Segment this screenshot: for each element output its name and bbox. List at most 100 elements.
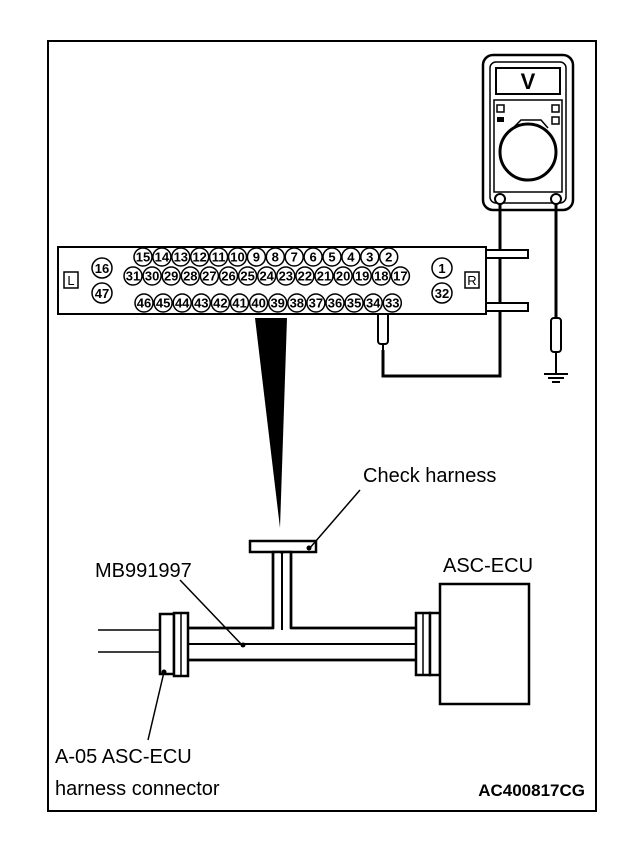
svg-text:35: 35 bbox=[347, 296, 361, 311]
pin-15: 15 bbox=[133, 247, 153, 267]
svg-text:17: 17 bbox=[393, 269, 407, 284]
svg-text:24: 24 bbox=[259, 269, 274, 284]
pin-35: 35 bbox=[344, 293, 364, 313]
connector-tab-top bbox=[485, 249, 529, 259]
pin-5: 5 bbox=[322, 247, 342, 267]
svg-text:34: 34 bbox=[366, 296, 381, 311]
pin-25: 25 bbox=[237, 266, 258, 286]
pin-18: 18 bbox=[371, 266, 392, 286]
special-tool-harness-lines bbox=[185, 552, 417, 662]
svg-text:30: 30 bbox=[145, 269, 159, 284]
asc-ecu bbox=[414, 582, 531, 706]
svg-text:18: 18 bbox=[374, 269, 388, 284]
svg-text:10: 10 bbox=[230, 250, 244, 265]
pin-39: 39 bbox=[267, 293, 288, 313]
meter-button-right-top bbox=[551, 104, 560, 113]
pin-21: 21 bbox=[314, 266, 334, 286]
pin-36: 36 bbox=[325, 293, 345, 313]
svg-text:3: 3 bbox=[366, 250, 373, 265]
svg-text:41: 41 bbox=[232, 296, 246, 311]
pin-4: 4 bbox=[341, 247, 361, 267]
svg-text:22: 22 bbox=[298, 269, 312, 284]
diagram-frame bbox=[47, 40, 597, 812]
pin-37: 37 bbox=[306, 293, 326, 313]
connector-right-marker: R bbox=[467, 273, 476, 288]
svg-text:47: 47 bbox=[95, 286, 109, 301]
pin-12: 12 bbox=[189, 247, 210, 267]
meter-display bbox=[495, 67, 561, 95]
svg-text:23: 23 bbox=[279, 269, 293, 284]
pin-46: 46 bbox=[134, 293, 154, 313]
svg-text:38: 38 bbox=[290, 296, 304, 311]
svg-text:44: 44 bbox=[175, 296, 190, 311]
pin-33: 33 bbox=[382, 293, 403, 313]
svg-text:25: 25 bbox=[240, 269, 254, 284]
pin-41: 41 bbox=[229, 293, 250, 313]
ecu-label: ASC-ECU bbox=[443, 555, 533, 577]
pin-22: 22 bbox=[295, 266, 315, 286]
pin-3: 3 bbox=[360, 247, 380, 267]
pin-47: 47 bbox=[91, 282, 113, 304]
pin-44: 44 bbox=[172, 293, 192, 313]
svg-text:5: 5 bbox=[328, 250, 335, 265]
svg-text:46: 46 bbox=[137, 296, 151, 311]
figure-code: AC400817CG bbox=[478, 781, 585, 800]
svg-text:13: 13 bbox=[174, 250, 188, 265]
ground-probe bbox=[544, 317, 568, 383]
svg-text:29: 29 bbox=[164, 269, 178, 284]
check-harness-label: Check harness bbox=[363, 465, 496, 487]
svg-text:19: 19 bbox=[355, 269, 369, 284]
svg-text:40: 40 bbox=[251, 296, 265, 311]
pin-9: 9 bbox=[246, 247, 267, 267]
svg-text:7: 7 bbox=[291, 250, 298, 265]
svg-text:16: 16 bbox=[95, 261, 109, 276]
pin-7: 7 bbox=[284, 247, 304, 267]
pin-6: 6 bbox=[303, 247, 323, 267]
svg-text:33: 33 bbox=[385, 296, 399, 311]
pin-30: 30 bbox=[142, 266, 162, 286]
meter-button-right-bottom bbox=[551, 116, 560, 125]
svg-text:8: 8 bbox=[272, 250, 279, 265]
svg-text:4: 4 bbox=[347, 250, 355, 265]
svg-text:32: 32 bbox=[435, 286, 449, 301]
pin-28: 28 bbox=[180, 266, 201, 286]
connector-view-pointer bbox=[255, 318, 287, 528]
pin-40: 40 bbox=[248, 293, 269, 313]
svg-text:12: 12 bbox=[192, 250, 206, 265]
pin-2: 2 bbox=[378, 247, 399, 267]
check-harness bbox=[248, 489, 361, 554]
pin-8: 8 bbox=[265, 247, 286, 267]
special-tool-label: MB991997 bbox=[95, 560, 192, 582]
pin-19: 19 bbox=[352, 266, 372, 286]
meter-selector-dial bbox=[498, 122, 558, 182]
svg-text:21: 21 bbox=[317, 269, 331, 284]
pin-1: 1 bbox=[431, 257, 453, 279]
svg-text:15: 15 bbox=[136, 250, 150, 265]
pin-13: 13 bbox=[171, 247, 191, 267]
harness-connector-label-line2: harness connector bbox=[55, 778, 220, 800]
meter-leads bbox=[381, 204, 558, 378]
svg-text:28: 28 bbox=[183, 269, 197, 284]
svg-text:36: 36 bbox=[328, 296, 342, 311]
pin-23: 23 bbox=[276, 266, 296, 286]
pin-26: 26 bbox=[218, 266, 239, 286]
pin-27: 27 bbox=[199, 266, 220, 286]
meter-jack-left bbox=[494, 193, 506, 205]
connector-right-marker-box bbox=[464, 271, 480, 289]
meter-mode-symbol: V bbox=[521, 69, 536, 94]
svg-text:43: 43 bbox=[194, 296, 208, 311]
pin-29: 29 bbox=[161, 266, 181, 286]
meter-jack-right bbox=[550, 193, 562, 205]
connector-left-marker-box bbox=[63, 271, 79, 289]
pin-17: 17 bbox=[390, 266, 411, 286]
svg-text:26: 26 bbox=[221, 269, 235, 284]
harness-connector-a05 bbox=[158, 611, 190, 678]
special-tool-harness-inner bbox=[187, 554, 415, 658]
harness-connector-label-line1: A-05 ASC-ECU bbox=[55, 746, 192, 768]
svg-text:9: 9 bbox=[253, 250, 260, 265]
connector-left-marker: L bbox=[67, 273, 74, 288]
